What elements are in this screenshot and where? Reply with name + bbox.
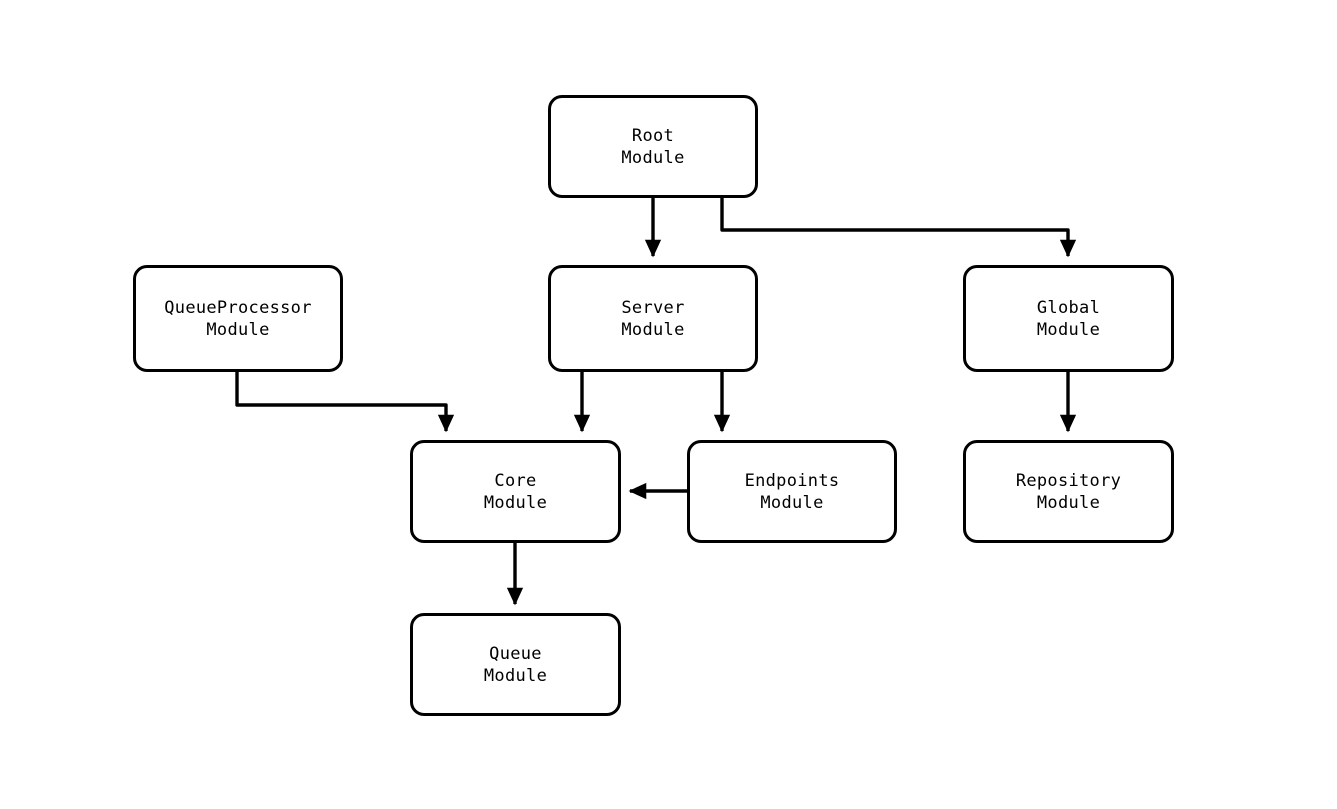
node-endpoints-module[interactable]: Endpoints Module (687, 440, 897, 543)
node-repository-module-label-line1: Repository (1015, 470, 1122, 491)
node-core-module[interactable]: Core Module (410, 440, 621, 543)
node-queueprocessor-module-label-line2: Module (206, 319, 270, 340)
node-core-module-label-line1: Core (494, 470, 537, 491)
node-queueprocessor-module-label-line1: QueueProcessor (164, 297, 312, 318)
node-queue-module[interactable]: Queue Module (410, 613, 621, 716)
node-endpoints-module-label-line2: Module (760, 492, 824, 513)
node-repository-module[interactable]: Repository Module (963, 440, 1174, 543)
node-root-module[interactable]: Root Module (548, 95, 758, 198)
node-server-module-label-line2: Module (621, 319, 685, 340)
node-global-module[interactable]: Global Module (963, 265, 1174, 372)
node-queue-module-label-line1: Queue (489, 643, 542, 664)
edge-root-to-global (720, 198, 1077, 258)
node-endpoints-module-label-line1: Endpoints (744, 470, 840, 491)
node-queueprocessor-module[interactable]: QueueProcessor Module (133, 265, 343, 372)
node-root-module-label-line2: Module (621, 147, 685, 168)
node-repository-module-label-line2: Module (1036, 492, 1101, 513)
node-root-module-label-line1: Root (631, 125, 675, 146)
edge-queueprocessor-to-core (235, 372, 455, 433)
node-queue-module-label-line2: Module (483, 665, 548, 686)
node-server-module[interactable]: Server Module (548, 265, 758, 372)
node-core-module-label-line2: Module (483, 492, 548, 513)
node-global-module-label-line1: Global (1036, 297, 1101, 318)
node-global-module-label-line2: Module (1036, 319, 1101, 340)
node-server-module-label-line1: Server (621, 297, 685, 318)
